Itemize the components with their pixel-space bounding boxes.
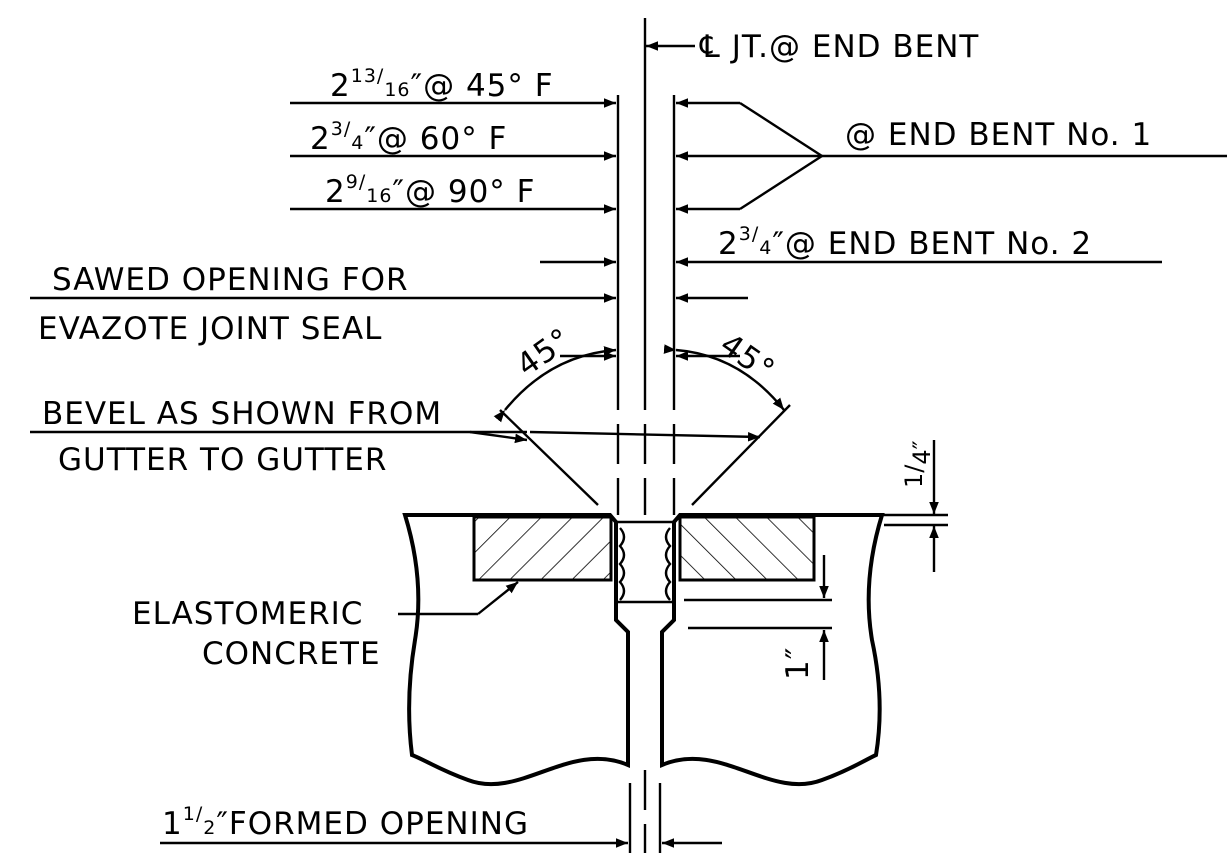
dim-90-label: 29/16″@ 90° F (325, 171, 536, 210)
bevel-callout: BEVEL AS SHOWN FROM GUTTER TO GUTTER (30, 396, 761, 478)
dim-60-callout: 23/4″@ 60° F (290, 118, 616, 161)
centerline-callout: ℄ JT.@ END BENT (646, 29, 979, 65)
right-slab (660, 513, 885, 787)
sawed-opening-line1: SAWED OPENING FOR (52, 262, 409, 298)
end-bent-1-label: @ END BENT No. 1 (845, 117, 1152, 153)
deck-slab-section (402, 513, 885, 787)
centerline-label: ℄ JT.@ END BENT (699, 29, 979, 65)
elastomeric-callout: ELASTOMERIC CONCRETE (132, 581, 519, 672)
formed-opening-label: 11/2″FORMED OPENING (162, 803, 529, 842)
left-slab (402, 513, 630, 787)
angle-right-label: 45° (713, 326, 781, 389)
end-bent-2-label: 23/4″@ END BENT No. 2 (718, 223, 1092, 262)
elastomeric-line1: ELASTOMERIC (132, 596, 363, 632)
quarter-inch-dimension: 1/4″ (880, 440, 948, 572)
formed-opening-callout: 11/2″FORMED OPENING (160, 803, 722, 848)
bevel-angle-right: 45° (663, 326, 791, 506)
end-bent-2-callout: 23/4″@ END BENT No. 2 (676, 223, 1162, 361)
dim-45-callout: 213/16″@ 45° F (290, 65, 616, 108)
bevel-angle-left: 45° (493, 321, 617, 506)
dim-45-label: 213/16″@ 45° F (330, 65, 554, 104)
elastomeric-block-right (678, 515, 816, 582)
sawed-opening-callout: SAWED OPENING FOR EVAZOTE JOINT SEAL (30, 257, 616, 361)
one-inch-label: 1″ (780, 647, 816, 680)
one-inch-dimension: 1″ (684, 555, 832, 680)
end-bent-1-callout: @ END BENT No. 1 (676, 98, 1227, 214)
elastomeric-line2: CONCRETE (202, 636, 381, 672)
bevel-line1: BEVEL AS SHOWN FROM (42, 396, 442, 432)
angle-left-label: 45° (510, 321, 578, 384)
joint-center-lines (616, 18, 676, 853)
joint-seal-right (664, 527, 672, 601)
elastomeric-block-left (472, 515, 613, 582)
joint-seal-left (618, 527, 626, 601)
dim-60-label: 23/4″@ 60° F (310, 118, 507, 157)
dim-90-callout: 29/16″@ 90° F (290, 171, 616, 214)
sawed-opening-line2: EVAZOTE JOINT SEAL (38, 311, 382, 347)
bevel-line2: GUTTER TO GUTTER (58, 442, 387, 478)
quarter-inch-label: 1/4″ (900, 440, 936, 488)
